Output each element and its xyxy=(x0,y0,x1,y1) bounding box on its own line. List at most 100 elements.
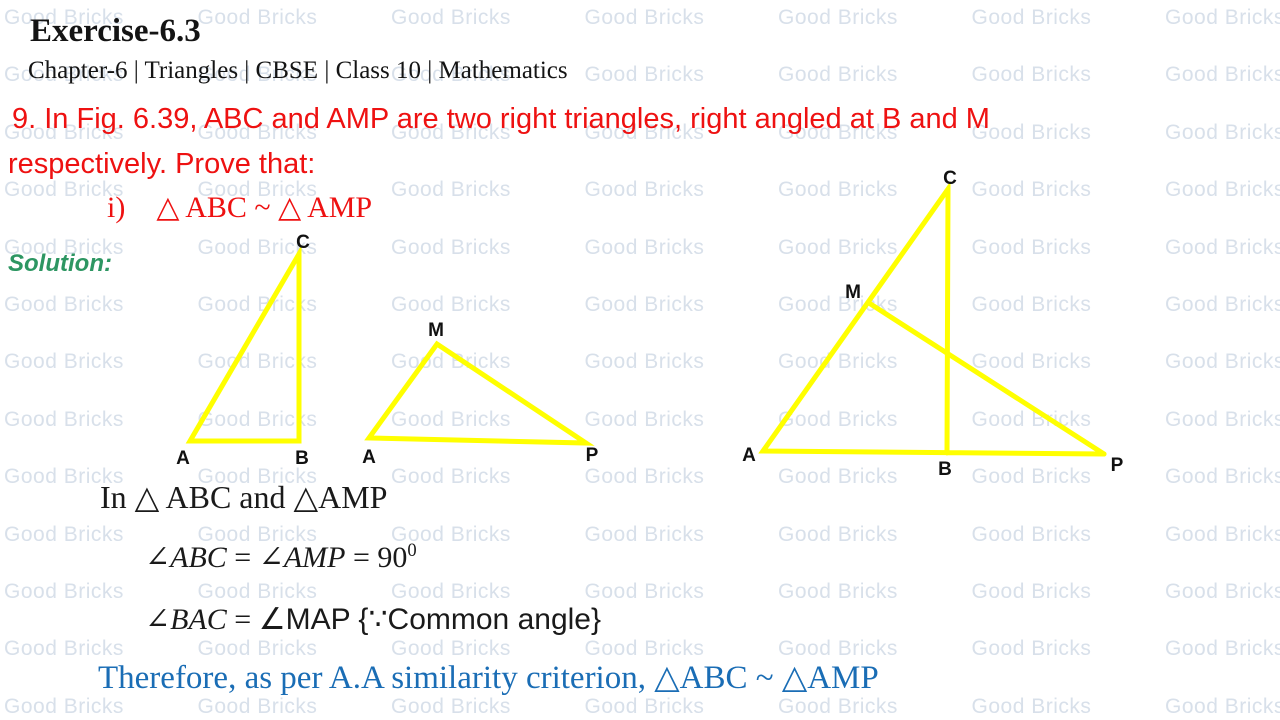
watermark-text: Good Bricks xyxy=(1165,63,1280,87)
watermark-text: Good Bricks xyxy=(971,350,1092,374)
watermark-text: Good Bricks xyxy=(778,637,898,661)
watermark-text: Good Bricks xyxy=(1165,120,1280,144)
watermark-text: Good Bricks xyxy=(391,637,511,661)
watermark-text: Good Bricks xyxy=(971,580,1092,603)
watermark-text: Good Bricks xyxy=(197,580,318,603)
watermark-text: Good Bricks xyxy=(971,465,1092,489)
question-part-statement: △ ABC ~ △ AMP xyxy=(156,191,373,224)
watermark-text: Good Bricks xyxy=(4,407,124,431)
watermark-text: Good Bricks xyxy=(584,522,705,546)
equals-sign: = xyxy=(226,603,259,636)
watermark-text: Good Bricks xyxy=(391,63,511,87)
figure-strokes xyxy=(185,181,1107,457)
watermark-text: Good Bricks xyxy=(4,120,124,144)
watermark-text: Good Bricks xyxy=(197,407,318,431)
question-part-i: i) △ ABC ~ △ AMP xyxy=(107,191,372,226)
watermark-text: Good Bricks xyxy=(584,407,705,431)
watermark-text: Good Bricks xyxy=(391,694,511,718)
triangle-amp-vertex-a: A xyxy=(362,447,376,468)
watermark-text: Good Bricks xyxy=(391,178,511,202)
triangle-amp-vertex-m: M xyxy=(428,320,444,341)
triangle-abc-vertex-b: B xyxy=(295,448,309,469)
watermark-text: Good Bricks xyxy=(1165,522,1280,546)
watermark-text: Good Bricks xyxy=(584,694,705,718)
watermark-text: Good Bricks xyxy=(4,350,124,374)
page-subtitle: Chapter-6 | Triangles | CBSE | Class 10 … xyxy=(28,57,568,84)
watermark-text: Good Bricks xyxy=(971,6,1092,29)
watermark-text: Good Bricks xyxy=(4,637,124,661)
watermark-text: Good Bricks xyxy=(391,6,511,29)
watermark-text: Good Bricks xyxy=(1165,407,1280,431)
question-part-label: i) xyxy=(107,191,126,224)
watermark-text: Good Bricks xyxy=(391,120,511,144)
watermark-text: Good Bricks xyxy=(778,694,898,718)
proof-intro: In △ ABC and △AMP xyxy=(100,479,388,515)
watermark-text: Good Bricks xyxy=(1165,465,1280,489)
triangle-amp-shape xyxy=(364,340,595,446)
angle-amp: ∠AMP xyxy=(258,541,346,574)
proof-equation-2: ∠BAC = ∠MAP {∵Common angle} xyxy=(145,603,601,638)
page-title: Exercise-6.3 xyxy=(30,13,201,49)
watermark-text: Good Bricks xyxy=(971,178,1092,202)
watermark-text: Good Bricks xyxy=(4,178,124,202)
angle-map: ∠MAP xyxy=(258,603,351,636)
watermark-text: Good Bricks xyxy=(971,522,1092,546)
equals-90: = 90 xyxy=(345,541,408,574)
proof-conclusion: Therefore, as per A.A similarity criteri… xyxy=(98,660,879,696)
watermark-text: Good Bricks xyxy=(1165,235,1280,259)
fig639-vertex-c: C xyxy=(943,168,957,189)
watermark-text: Good Bricks xyxy=(971,120,1092,144)
watermark-text: Good Bricks xyxy=(1165,694,1280,718)
watermark-text: Good Bricks xyxy=(971,694,1092,718)
proof-equation-1: ∠ABC = ∠AMP = 900 xyxy=(145,541,417,576)
angle-abc: ∠ABC xyxy=(145,541,227,574)
watermark-text: Good Bricks xyxy=(197,120,318,144)
triangle-abc-vertex-c: C xyxy=(296,232,310,253)
watermark-text: Good Bricks xyxy=(391,465,511,489)
watermark-text: Good Bricks xyxy=(584,637,705,661)
watermark-text: Good Bricks xyxy=(4,235,124,259)
fig639-vertex-a: A xyxy=(742,445,756,466)
watermark-text: Good Bricks xyxy=(778,235,898,259)
watermark-text: Good Bricks xyxy=(971,637,1092,661)
question-line-2: respectively. Prove that: xyxy=(8,148,316,180)
common-angle-note: {∵Common angle} xyxy=(350,603,601,636)
watermark-text: Good Bricks xyxy=(197,350,318,374)
watermark-text: Good Bricks xyxy=(971,63,1092,87)
watermark-text: Good Bricks xyxy=(197,293,318,316)
watermark-text: Good Bricks xyxy=(1165,350,1280,374)
watermark-text: Good Bricks xyxy=(1165,580,1280,603)
watermark-text: Good Bricks xyxy=(4,63,124,87)
watermark-text: Good Bricks xyxy=(391,522,511,546)
watermark-text: Good Bricks xyxy=(778,63,898,87)
watermark-text: Good Bricks xyxy=(1165,637,1280,661)
watermark-text: Good Bricks xyxy=(4,6,124,29)
fig639-vertex-p: P xyxy=(1110,455,1124,476)
angle-bac: ∠BAC xyxy=(145,603,227,636)
watermark-text: Good Bricks xyxy=(778,522,898,546)
fig639-outline-shape xyxy=(758,181,1107,457)
watermark-text: Good Bricks xyxy=(4,293,124,316)
watermark-text: Good Bricks xyxy=(4,694,124,718)
watermark-text: Good Bricks xyxy=(584,6,705,29)
equals-sign: = xyxy=(226,541,259,574)
watermark-text: Good Bricks xyxy=(584,465,705,489)
watermark-text: Good Bricks xyxy=(197,465,318,489)
watermark-text: Good Bricks xyxy=(584,293,705,316)
watermark-text: Good Bricks xyxy=(1165,178,1280,202)
watermark-text: Good Bricks xyxy=(971,235,1092,259)
watermark-text: Good Bricks xyxy=(778,6,898,29)
watermark-text: Good Bricks xyxy=(391,580,511,603)
question-line-1: 9. In Fig. 6.39, ABC and AMP are two rig… xyxy=(12,103,990,135)
fig639-vertex-m: M xyxy=(845,282,861,303)
watermark-text: Good Bricks xyxy=(1165,293,1280,316)
watermark-text: Good Bricks xyxy=(197,235,318,259)
watermark-text: Good Bricks xyxy=(778,407,898,431)
watermark-text: Good Bricks xyxy=(778,178,898,202)
watermark-text: Good Bricks xyxy=(584,235,705,259)
fig639-vertex-b: B xyxy=(938,459,952,480)
watermark-text: Good Bricks xyxy=(584,63,705,87)
superscript-zero: 0 xyxy=(407,540,417,561)
